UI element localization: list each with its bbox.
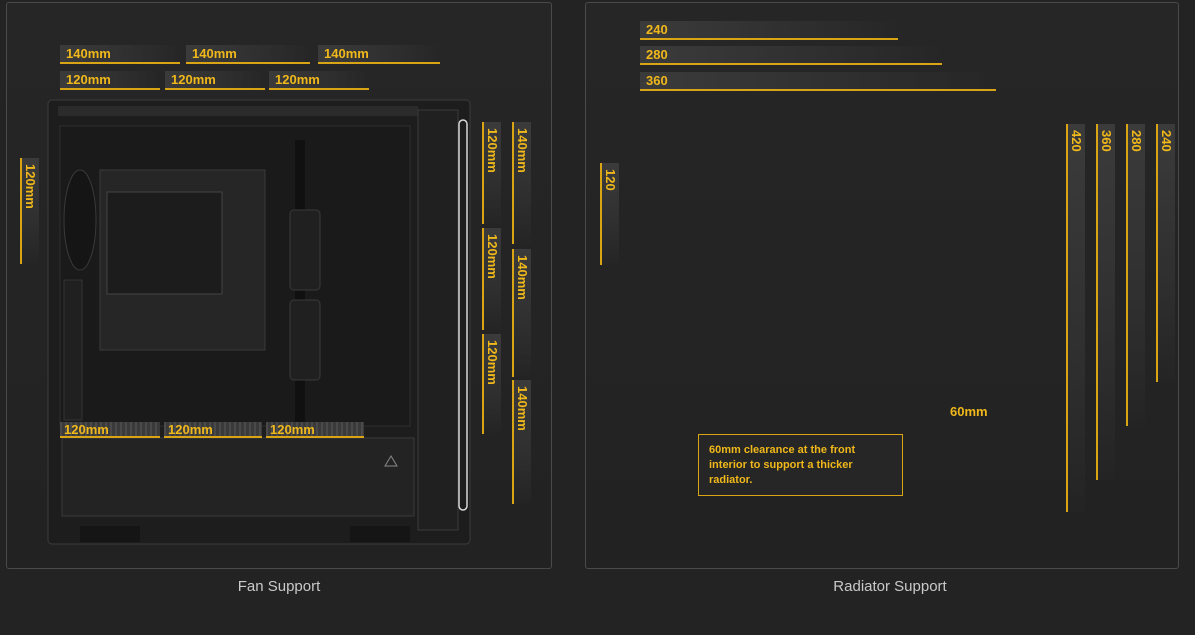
top-fan-140mm-2: 140mm: [186, 45, 310, 64]
clearance-60mm-label: 60mm: [950, 404, 988, 419]
top-radiator-360: 360: [640, 72, 996, 91]
front-radiator-420: 420: [1066, 124, 1085, 512]
top-fan-120mm-2: 120mm: [165, 71, 265, 90]
front-fan-120mm-2: 120mm: [482, 228, 501, 330]
top-fan-140mm-1: 140mm: [60, 45, 180, 64]
top-fan-120mm-3: 120mm: [269, 71, 369, 90]
front-fan-120mm-1: 120mm: [482, 122, 501, 224]
fan-support-caption: Fan Support: [237, 578, 321, 595]
front-fan-140mm-2: 140mm: [512, 249, 531, 377]
rear-radiator-120: 120: [600, 163, 619, 265]
clearance-callout-text: 60mm clearance at the front interior to …: [709, 444, 856, 486]
front-fan-140mm-3: 140mm: [512, 380, 531, 504]
rear-fan-120mm: 120mm: [20, 158, 39, 264]
bottom-fan-120mm-2: 120mm: [164, 422, 262, 438]
top-radiator-240: 240: [640, 21, 898, 40]
top-fan-140mm-3: 140mm: [318, 45, 440, 64]
front-radiator-360: 360: [1096, 124, 1115, 480]
top-fan-120mm-1: 120mm: [60, 71, 160, 90]
top-radiator-280: 280: [640, 46, 942, 65]
radiator-support-caption: Radiator Support: [833, 578, 947, 595]
front-fan-140mm-1: 140mm: [512, 122, 531, 244]
clearance-callout: 60mm clearance at the front interior to …: [698, 434, 903, 496]
bottom-fan-120mm-1: 120mm: [60, 422, 160, 438]
bottom-fan-120mm-3: 120mm: [266, 422, 364, 438]
front-fan-120mm-3: 120mm: [482, 334, 501, 434]
front-radiator-240: 240: [1156, 124, 1175, 382]
front-radiator-280: 280: [1126, 124, 1145, 426]
